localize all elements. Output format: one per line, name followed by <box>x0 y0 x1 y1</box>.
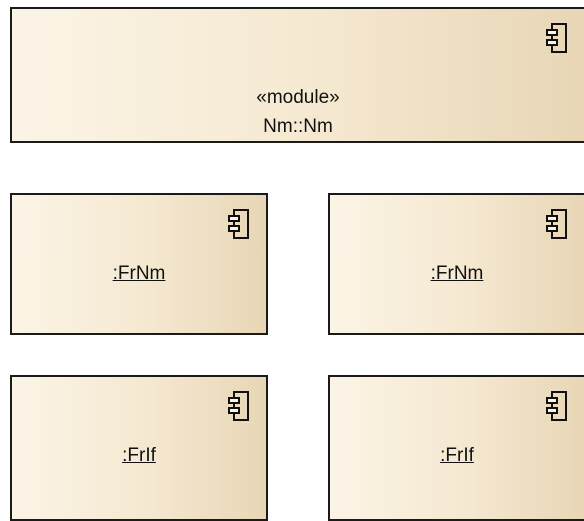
component-icon <box>228 209 249 239</box>
component-icon <box>546 23 567 53</box>
module-label: «module» Nm::Nm <box>12 83 584 141</box>
component-icon <box>546 209 567 239</box>
component-frnm-right[interactable]: :FrNm <box>328 193 584 335</box>
component-frif-right[interactable]: :FrIf <box>328 375 584 521</box>
component-frif-left[interactable]: :FrIf <box>10 375 268 521</box>
component-name: :FrNm <box>112 263 166 284</box>
component-name: :FrIf <box>440 445 474 466</box>
component-name: :FrNm <box>430 263 484 284</box>
component-name: :FrIf <box>122 445 156 466</box>
module-component-nm[interactable]: «module» Nm::Nm <box>10 7 584 143</box>
component-frnm-left[interactable]: :FrNm <box>10 193 268 335</box>
module-name: Nm::Nm <box>263 116 333 137</box>
component-icon <box>228 391 249 421</box>
stereotype-label: «module» <box>256 87 340 108</box>
component-icon <box>546 391 567 421</box>
